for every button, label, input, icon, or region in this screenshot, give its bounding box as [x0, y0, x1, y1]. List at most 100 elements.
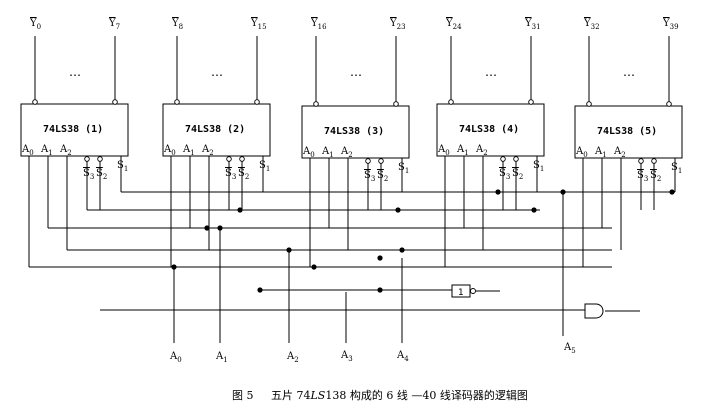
output-label-right: Y15	[250, 18, 267, 31]
pin-label-s2: S2	[238, 168, 249, 181]
ellipsis: …	[350, 65, 363, 79]
pin-label-a1: A1	[182, 144, 195, 157]
output-bubble-left	[32, 99, 38, 105]
pin-label-a0: A0	[21, 144, 34, 157]
junction-dot	[377, 255, 383, 261]
junction-dot	[395, 207, 401, 213]
junction-dot	[399, 247, 405, 253]
pin-label-a2: A2	[340, 146, 353, 159]
input-label-a5: A5	[563, 342, 576, 355]
junction-dot	[257, 287, 263, 293]
ellipsis: …	[211, 65, 224, 79]
pin-label-a2: A2	[613, 146, 626, 159]
ellipsis: …	[69, 65, 82, 79]
pin-label-s2: S2	[96, 168, 107, 181]
and-gate-body	[584, 303, 604, 319]
wiring	[28, 156, 676, 343]
pin-label-s1: S1	[259, 160, 270, 173]
junction-dot	[560, 189, 566, 195]
pin-label-s3: S3	[83, 168, 94, 181]
figure-number: 图 5	[232, 389, 254, 402]
input-label-a1: A1	[215, 351, 228, 364]
output-bubble-right	[393, 101, 399, 107]
pin-label-a1: A1	[594, 146, 607, 159]
ellipsis: …	[623, 65, 636, 79]
output-label-left: Y0	[29, 18, 41, 31]
not-gate-bubble	[470, 288, 476, 294]
not-gate-body	[451, 284, 471, 298]
pin-label-s1: S1	[398, 162, 409, 175]
junction-dot	[669, 189, 675, 195]
pin-bubble-s2	[378, 158, 384, 164]
pin-label-a1: A1	[456, 144, 469, 157]
chip-title: 74LS38 (5)	[597, 126, 657, 137]
chip-body	[20, 103, 129, 157]
chip-body	[436, 103, 545, 157]
pin-label-a0: A0	[575, 146, 588, 159]
pin-label-s1: S1	[117, 160, 128, 173]
output-bubble-left	[448, 99, 454, 105]
input-label-a4: A4	[396, 350, 409, 363]
pin-label-a2: A2	[59, 144, 72, 157]
chip-body	[162, 103, 271, 157]
junction-dot	[377, 287, 383, 293]
figure-caption: 图 5 五片 74LS138 构成的 6 线 —40 线译码器的逻辑图	[232, 388, 528, 402]
pin-label-s2: S2	[650, 170, 661, 183]
chip-body	[574, 105, 683, 159]
input-label-a2: A2	[286, 351, 299, 364]
junction-dot	[171, 264, 177, 270]
pin-label-s3: S3	[364, 170, 375, 183]
output-bubble-right	[666, 101, 672, 107]
pin-bubble-s2	[239, 156, 245, 162]
pin-bubble-s3	[84, 156, 90, 162]
chip-title: 74LS38 (1)	[43, 124, 103, 135]
output-label-right: Y7	[108, 18, 120, 31]
pin-label-a0: A0	[163, 144, 176, 157]
pin-bubble-s2	[513, 156, 519, 162]
ellipsis: …	[485, 65, 498, 79]
pin-bubble-s2	[651, 158, 657, 164]
chip-title: 74LS38 (2)	[185, 124, 245, 135]
chip-title: 74LS38 (4)	[459, 124, 519, 135]
output-label-left: Y8	[171, 18, 183, 31]
output-label-right: Y39	[662, 18, 679, 31]
pin-label-a0: A0	[437, 144, 450, 157]
junction-dot	[204, 225, 210, 231]
input-labels: A0 A1 A2 A3 A4 A5	[169, 342, 576, 364]
pin-label-s2: S2	[512, 168, 523, 181]
junction-dot	[237, 207, 243, 213]
pin-bubble-s2	[97, 156, 103, 162]
output-bubble-right	[254, 99, 260, 105]
junction-dot	[217, 225, 223, 231]
output-label-left: Y24	[445, 18, 462, 31]
pin-label-a1: A1	[321, 146, 334, 159]
junction-dot	[286, 247, 292, 253]
pin-bubble-s3	[500, 156, 506, 162]
output-bubble-right	[112, 99, 118, 105]
junction-dot	[495, 189, 501, 195]
junction-dot	[531, 207, 537, 213]
pin-label-s3: S3	[499, 168, 510, 181]
pin-label-s3: S3	[225, 168, 236, 181]
pin-bubble-s3	[365, 158, 371, 164]
junction-dot	[311, 264, 317, 270]
not-gate-label: 1	[458, 288, 464, 298]
input-label-a0: A0	[169, 351, 182, 364]
not-gate: 1	[451, 284, 476, 298]
input-label-a3: A3	[340, 350, 353, 363]
pin-label-s3: S3	[637, 170, 648, 183]
pin-label-s1: S1	[671, 162, 682, 175]
pin-label-s2: S2	[377, 170, 388, 183]
output-label-right: Y23	[389, 18, 406, 31]
pin-bubble-s3	[638, 158, 644, 164]
pin-label-s1: S1	[533, 160, 544, 173]
pin-label-a0: A0	[302, 146, 315, 159]
output-label-left: Y32	[583, 18, 600, 31]
output-bubble-left	[586, 101, 592, 107]
